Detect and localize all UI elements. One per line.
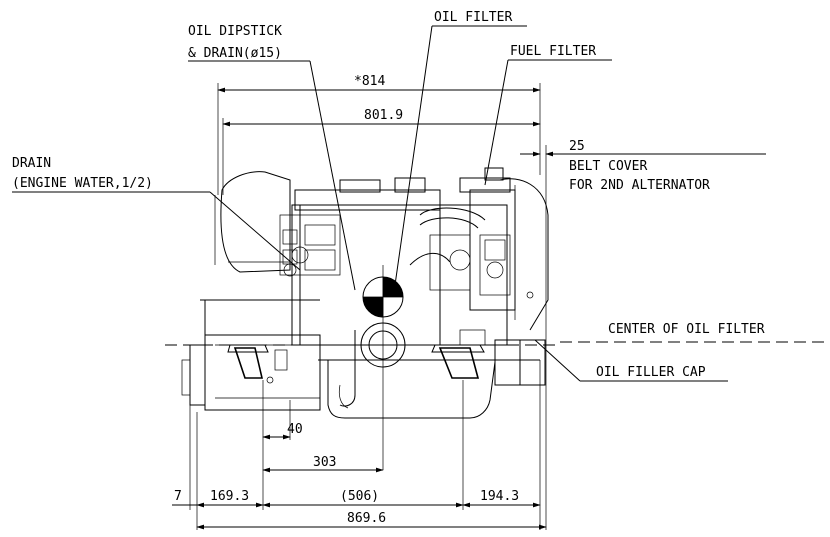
belt-cover-label-line1: BELT COVER — [569, 159, 647, 174]
dimension-values: *814 801.9 40 303 7 169.3 (506) 194.3 86… — [174, 74, 519, 526]
oil-dipstick-label-line2: & DRAIN(ø15) — [188, 46, 282, 61]
dim-169-3: 169.3 — [210, 489, 249, 504]
dim-194-3: 194.3 — [480, 489, 519, 504]
oil-dipstick-label-line1: OIL DIPSTICK — [188, 24, 282, 39]
callout-labels: OIL DIPSTICK & DRAIN(ø15) OIL FILTER FUE… — [12, 10, 765, 380]
engine-body — [181, 167, 549, 419]
belt-cover-label-line2: FOR 2ND ALTERNATOR — [569, 178, 710, 193]
dim-506: (506) — [340, 489, 379, 504]
oil-filter-label: OIL FILTER — [434, 10, 512, 25]
dim-303: 303 — [313, 455, 336, 470]
oil-filler-cap-label: OIL FILLER CAP — [596, 365, 706, 380]
dim-869-6: 869.6 — [347, 511, 386, 526]
dim-40: 40 — [287, 422, 303, 437]
drain-label-line2: (ENGINE WATER,1/2) — [12, 176, 153, 191]
extension-lines — [189, 83, 547, 530]
belt-cover-dimension: 25 — [569, 139, 585, 154]
dim-7: 7 — [174, 489, 182, 504]
leader-lines — [12, 25, 766, 382]
center-oil-filter-label: CENTER OF OIL FILTER — [608, 322, 765, 337]
centerlines — [165, 265, 828, 470]
dimension-lines — [172, 87, 566, 530]
fuel-filter-label: FUEL FILTER — [510, 44, 596, 59]
drain-label-line1: DRAIN — [12, 156, 51, 171]
dim-814: *814 — [354, 74, 385, 89]
dim-801-9: 801.9 — [364, 108, 403, 123]
